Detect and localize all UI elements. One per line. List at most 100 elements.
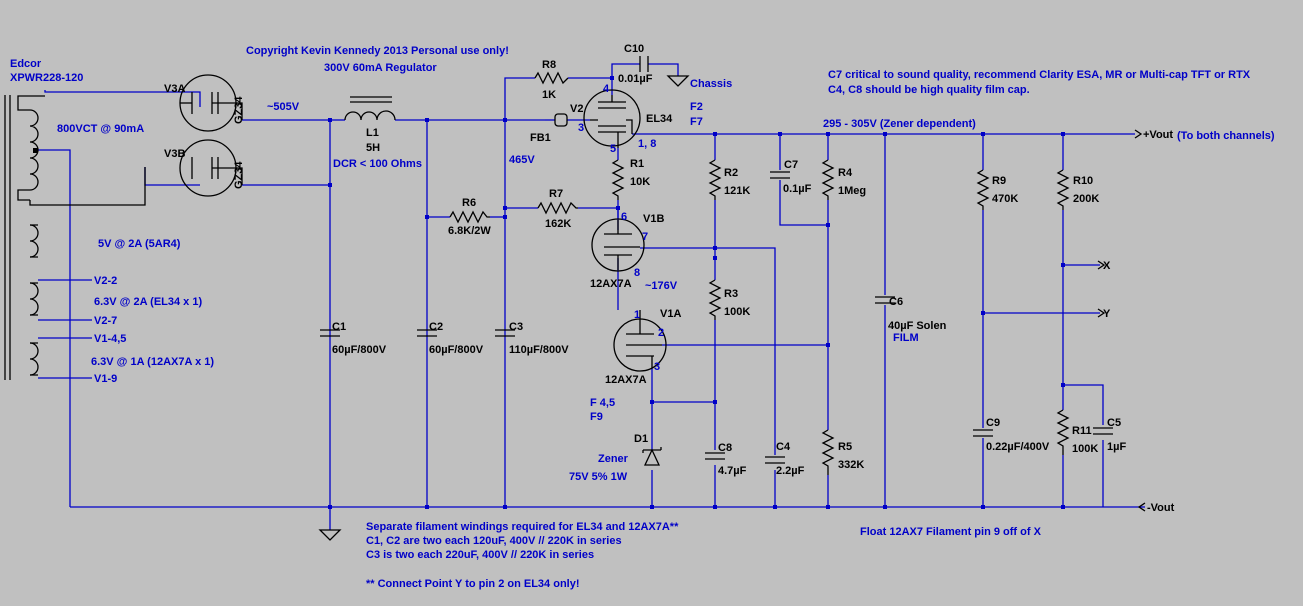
c7-value: 0.1µF bbox=[783, 183, 812, 195]
r5-value: 332K bbox=[838, 459, 864, 471]
ct-label: 800VCT @ 90mA bbox=[57, 123, 144, 135]
v1b-pin7: 7 bbox=[642, 231, 648, 243]
c7-capacitor bbox=[770, 171, 790, 179]
r6-value: 6.8K/2W bbox=[448, 225, 491, 237]
v3b-ref: V3B bbox=[164, 148, 185, 160]
zener-value-label: 75V 5% 1W bbox=[569, 471, 628, 483]
c5-ref: C5 bbox=[1107, 417, 1121, 429]
r10-resistor bbox=[1056, 169, 1070, 210]
fb1-ref: FB1 bbox=[530, 132, 551, 144]
f2-label: F2 bbox=[690, 101, 703, 113]
c1-value: 60µF/800V bbox=[332, 344, 387, 356]
c9-value: 0.22µF/400V bbox=[986, 441, 1050, 453]
v176-label: ~176V bbox=[645, 280, 678, 292]
r7-ref: R7 bbox=[549, 188, 563, 200]
l1-ref: L1 bbox=[366, 127, 379, 139]
r1-resistor bbox=[611, 159, 625, 200]
v2-pin18: 1, 8 bbox=[638, 138, 656, 150]
chassis-ground-icon bbox=[666, 75, 690, 87]
r11-ref: R11 bbox=[1072, 425, 1092, 437]
zener-label: Zener bbox=[598, 453, 629, 465]
c6-value: 40µF Solen bbox=[888, 320, 947, 332]
r1-ref: R1 bbox=[630, 158, 644, 170]
r11-value: 100K bbox=[1072, 443, 1098, 455]
r4-resistor bbox=[821, 159, 835, 200]
c4-capacitor bbox=[765, 456, 785, 464]
r11-resistor bbox=[1056, 409, 1070, 455]
l1-choke bbox=[344, 96, 396, 121]
f9-label: F9 bbox=[590, 411, 603, 423]
c6-capacitor bbox=[875, 296, 895, 304]
c10-value: 0.01µF bbox=[618, 73, 653, 85]
r9-resistor bbox=[976, 169, 990, 210]
both-channels-label: (To both channels) bbox=[1177, 130, 1275, 142]
transformer-symbol bbox=[4, 95, 146, 380]
v1a-tube bbox=[613, 310, 667, 372]
c8-capacitor bbox=[705, 452, 725, 460]
filament-note-4: ** Connect Point Y to pin 2 on EL34 only… bbox=[366, 578, 580, 590]
ground-icon bbox=[318, 529, 342, 541]
l1-value: 5H bbox=[366, 142, 380, 154]
v3a-type: GZ34 bbox=[233, 96, 245, 124]
r3-ref: R3 bbox=[724, 288, 738, 300]
r10-value: 200K bbox=[1073, 193, 1099, 205]
c3-capacitor bbox=[495, 329, 515, 337]
v1b-pin8: 8 bbox=[634, 267, 640, 279]
r2-ref: R2 bbox=[724, 167, 738, 179]
c3-ref: C3 bbox=[509, 321, 523, 333]
r6-resistor bbox=[449, 210, 490, 224]
c9-capacitor bbox=[973, 429, 993, 437]
x-arrow-icon bbox=[1097, 260, 1106, 270]
r9-ref: R9 bbox=[992, 175, 1006, 187]
c5-value: 1µF bbox=[1107, 441, 1126, 453]
junctions bbox=[328, 76, 1065, 509]
c9-ref: C9 bbox=[986, 417, 1000, 429]
v1b-ref: V1B bbox=[643, 213, 664, 225]
fb1-ferrite-icon bbox=[554, 113, 568, 127]
r8-ref: R8 bbox=[542, 59, 556, 71]
x-label: X bbox=[1103, 260, 1111, 272]
v3a-tube bbox=[179, 74, 243, 132]
c10-ref: C10 bbox=[624, 43, 644, 55]
v505-label: ~505V bbox=[267, 101, 300, 113]
v2-tube bbox=[583, 89, 641, 148]
v2-ref: V2 bbox=[570, 103, 583, 115]
r5-ref: R5 bbox=[838, 441, 852, 453]
v2-pin4: 4 bbox=[603, 83, 610, 95]
d1-ref: D1 bbox=[634, 433, 648, 445]
r2-resistor bbox=[708, 159, 722, 200]
c7-note: C7 critical to sound quality, recommend … bbox=[828, 69, 1251, 81]
winding-5v-label: 5V @ 2A (5AR4) bbox=[98, 238, 181, 250]
c3-value: 110µF/800V bbox=[509, 344, 569, 356]
vout-plus-label: +Vout bbox=[1143, 129, 1173, 141]
v1b-tube bbox=[591, 218, 645, 272]
zener-dependent-label: 295 - 305V (Zener dependent) bbox=[823, 118, 976, 130]
dcr-label: DCR < 100 Ohms bbox=[333, 158, 422, 170]
d1-zener-icon bbox=[642, 447, 662, 466]
r8-value: 1K bbox=[542, 89, 556, 101]
r3-value: 100K bbox=[724, 306, 750, 318]
vout-minus-arrow-icon bbox=[1137, 502, 1146, 512]
r8-resistor bbox=[534, 71, 569, 85]
v1a-type: 12AX7A bbox=[605, 374, 647, 386]
vout-plus-arrow-icon bbox=[1134, 129, 1143, 139]
float-note: Float 12AX7 Filament pin 9 off of X bbox=[860, 526, 1042, 538]
c4c8-note: C4, C8 should be high quality film cap. bbox=[828, 84, 1030, 96]
r3-resistor bbox=[708, 279, 722, 320]
regulator-title: 300V 60mA Regulator bbox=[324, 62, 437, 74]
film-label: FILM bbox=[893, 332, 919, 344]
c8-value: 4.7µF bbox=[718, 465, 747, 477]
v2-pin5: 5 bbox=[610, 143, 616, 155]
filament-note-2: C1, C2 are two each 120uF, 400V // 220K … bbox=[366, 535, 622, 547]
r6-ref: R6 bbox=[462, 197, 476, 209]
v1-45-label: V1-4,5 bbox=[94, 333, 126, 345]
c2-capacitor bbox=[417, 329, 437, 337]
copyright-note: Copyright Kevin Kennedy 2013 Personal us… bbox=[246, 45, 509, 57]
v3a-ref: V3A bbox=[164, 83, 185, 95]
v1b-type: 12AX7A bbox=[590, 278, 632, 290]
r7-value: 162K bbox=[545, 218, 571, 230]
r1-value: 10K bbox=[630, 176, 650, 188]
chassis-label: Chassis bbox=[690, 78, 732, 90]
c10-capacitor bbox=[639, 56, 649, 72]
